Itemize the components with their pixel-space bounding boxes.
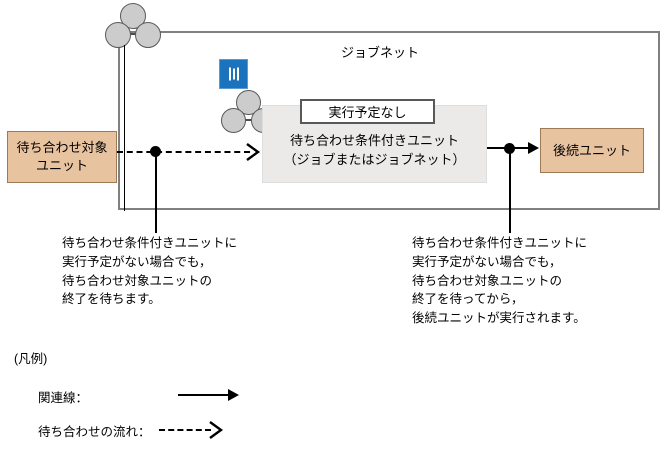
legend-waitflow-line xyxy=(159,429,211,431)
blue-schedule-icon xyxy=(219,59,248,89)
jobnet-three-circles-icon xyxy=(104,2,162,60)
relation-arrowhead-icon xyxy=(528,142,539,154)
legend-relation-arrowhead-icon xyxy=(228,389,239,401)
successor-unit-label: 後続ユニット xyxy=(552,142,631,158)
no-schedule-callout: 実行予定なし xyxy=(300,99,435,124)
jobnet-frame xyxy=(118,31,660,210)
legend-title: (凡例) xyxy=(14,352,48,366)
successor-unit-box: 後続ユニット xyxy=(540,128,644,173)
legend-item-waitflow-label: 待ち合わせの流れ： xyxy=(38,425,151,439)
annotation-right-text: 待ち合わせ条件付きユニットに 実行予定がない場合でも， 待ち合わせ対象ユニットの… xyxy=(412,236,588,325)
annotation-left-leader-line xyxy=(155,151,157,233)
legend-relation-line xyxy=(178,394,230,396)
jobnet-icon-circle-left xyxy=(105,22,131,48)
wait-flow-dashed-line xyxy=(117,151,250,153)
wait-target-unit-label: 待ち合わせ対象 ユニット xyxy=(16,140,108,173)
annotation-left-text: 待ち合わせ条件付きユニットに 実行予定がない場合でも， 待ち合わせ対象ユニットの… xyxy=(62,236,238,307)
wait-target-unit-box: 待ち合わせ対象 ユニット xyxy=(7,131,117,183)
jobnet-icon-circle-right xyxy=(135,22,161,48)
no-schedule-label: 実行予定なし xyxy=(328,105,407,120)
annotation-right-leader-line xyxy=(509,148,511,233)
wait-flow-arrowhead-icon xyxy=(246,143,261,161)
conditional-unit-label: 待ち合わせ条件付きユニット （ジョブまたはジョブネット） xyxy=(283,133,466,168)
jobnet-icon-stem-line xyxy=(124,45,125,211)
legend-waitflow-arrowhead-icon xyxy=(209,421,224,439)
jobnet-label: ジョブネット xyxy=(340,45,419,60)
unit-icon-circle-left xyxy=(221,108,246,133)
schedule-bars-icon xyxy=(228,67,239,81)
legend-item-relation-label: 関連線： xyxy=(38,391,89,405)
conditional-unit-box: 待ち合わせ条件付きユニット （ジョブまたはジョブネット） xyxy=(262,105,487,183)
